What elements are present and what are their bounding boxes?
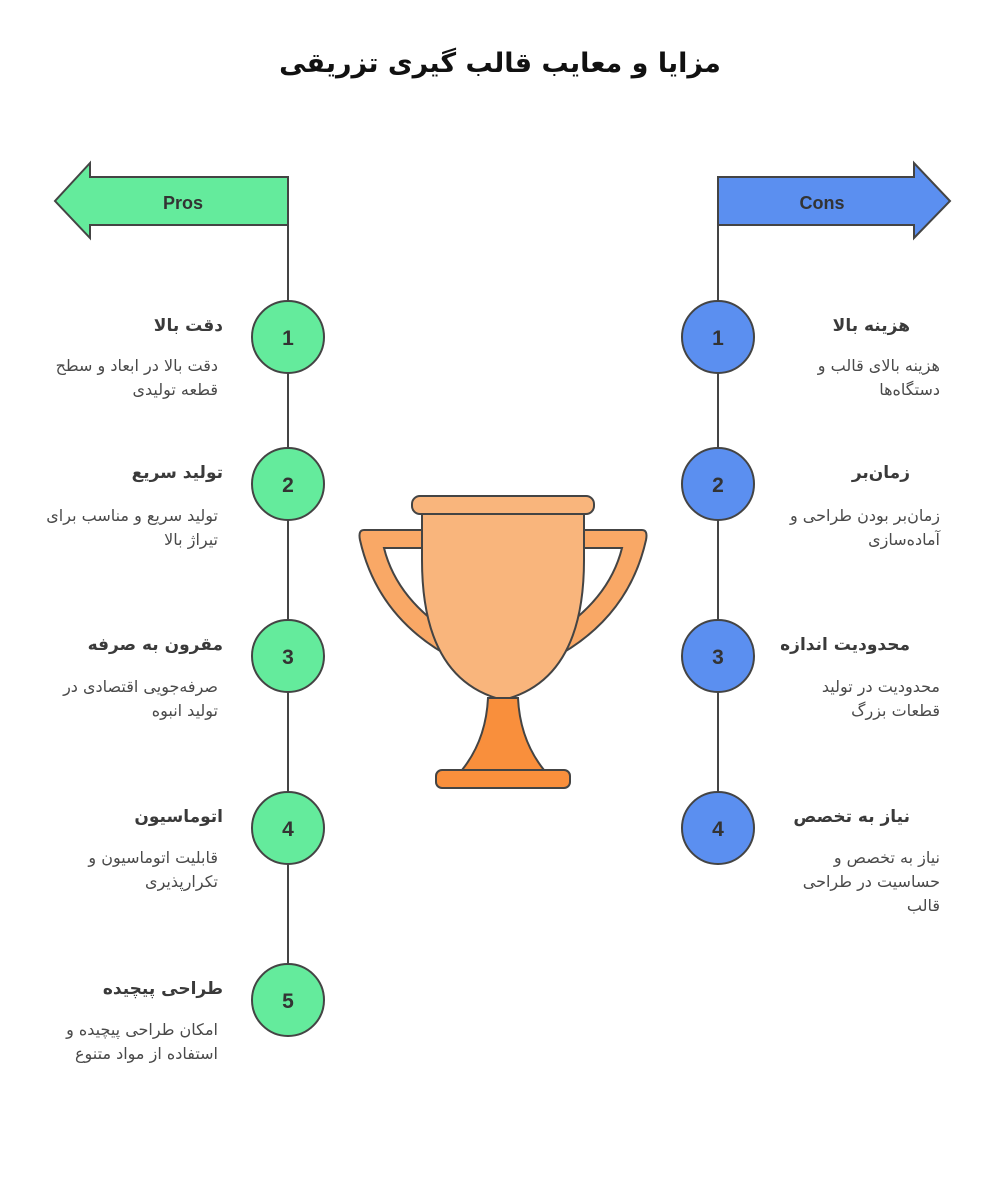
cons-item-title: زمان‌بر bbox=[851, 463, 910, 483]
pros-step-number: 4 bbox=[282, 818, 294, 841]
pros-item-description: دقت بالا در ابعاد و سطح قطعه تولیدی bbox=[55, 356, 218, 399]
cons-item-title: محدودیت اندازه bbox=[780, 635, 910, 655]
pros-step-4: 4 bbox=[251, 791, 325, 865]
pros-step-number: 2 bbox=[282, 474, 294, 497]
pros-arrow: Pros bbox=[53, 160, 289, 241]
pros-item-title: دقت بالا bbox=[153, 316, 223, 336]
pros-label: Pros bbox=[163, 193, 203, 213]
pros-item-title: اتوماسیون bbox=[134, 807, 223, 827]
cons-item-description: زمان‌بر بودن طراحی و آماده‌سازی bbox=[789, 506, 940, 549]
cons-arrow: Cons bbox=[717, 160, 952, 241]
pros-step-2: 2 bbox=[251, 447, 325, 521]
cons-step-2: 2 bbox=[681, 447, 755, 521]
pros-step-3: 3 bbox=[251, 619, 325, 693]
cons-step-3: 3 bbox=[681, 619, 755, 693]
cons-step-number: 3 bbox=[712, 646, 724, 669]
pros-item-description: تولید سریع و مناسب برای تیراژ بالا bbox=[46, 506, 218, 549]
pros-item-description: صرفه‌جویی اقتصادی در تولید انبوه bbox=[63, 677, 218, 720]
cons-item-description: نیاز به تخصص و حساسیت در طراحی قالب bbox=[802, 848, 940, 915]
pros-step-5: 5 bbox=[251, 963, 325, 1037]
cons-step-4: 4 bbox=[681, 791, 755, 865]
pros-item-title: طراحی پیچیده bbox=[102, 979, 223, 999]
pros-step-number: 5 bbox=[282, 990, 294, 1013]
pros-item-description: قابلیت اتوماسیون و تکرارپذیری bbox=[88, 848, 218, 891]
pros-item-title: تولید سریع bbox=[131, 463, 223, 483]
cons-item-title: هزینه بالا bbox=[832, 316, 910, 336]
cons-step-1: 1 bbox=[681, 300, 755, 374]
pros-step-number: 1 bbox=[282, 327, 294, 350]
cons-item-description: هزینه بالای قالب و دستگاه‌ها bbox=[817, 356, 940, 399]
pros-item-title: مقرون به صرفه bbox=[87, 635, 223, 655]
cons-item-description: محدودیت در تولید قطعات بزرگ bbox=[821, 677, 940, 720]
cons-step-number: 2 bbox=[712, 474, 724, 497]
pros-step-1: 1 bbox=[251, 300, 325, 374]
page-title: مزایا و معایب قالب گیری تزریقی bbox=[279, 48, 721, 79]
cons-step-number: 1 bbox=[712, 327, 724, 350]
cons-step-number: 4 bbox=[712, 818, 724, 841]
trophy-icon bbox=[358, 495, 648, 789]
pros-item-description: امکان طراحی پیچیده و استفاده از مواد متن… bbox=[66, 1020, 218, 1063]
pros-step-number: 3 bbox=[282, 646, 294, 669]
cons-label: Cons bbox=[800, 193, 845, 213]
cons-item-title: نیاز به تخصص bbox=[793, 807, 910, 827]
